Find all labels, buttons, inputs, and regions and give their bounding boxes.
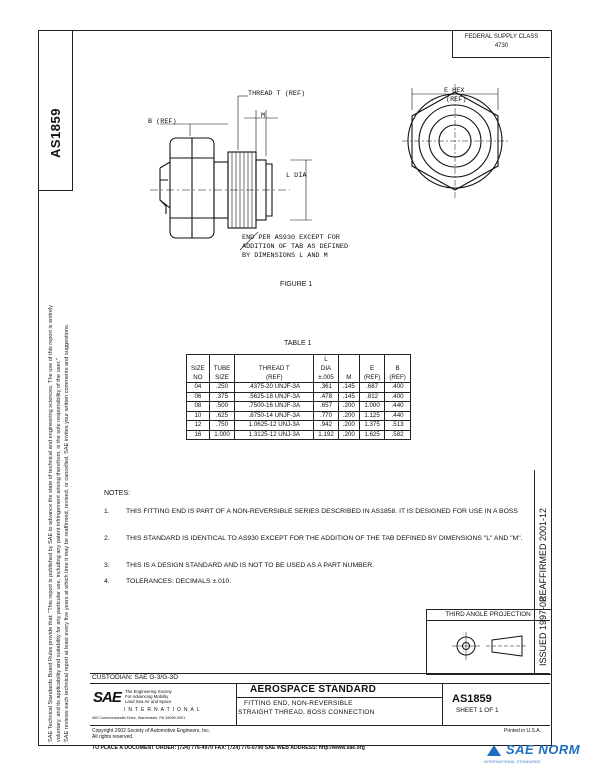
printed-in: Printed in U.S.A. [504, 728, 541, 734]
third-angle-projection-icon [452, 632, 528, 660]
figure-1-drawing [150, 84, 508, 251]
l-dia-label: L DIA [286, 172, 307, 180]
table-row: 06.375.5625-18 UNJF-3A.478.145.812.400 [186, 391, 411, 402]
col-m: M [337, 354, 360, 383]
col-e: E(REF) [358, 354, 386, 383]
sae-international: INTERNATIONAL [124, 707, 203, 713]
sae-norm-logo-icon [487, 745, 501, 756]
reaffirmed-date: REAFFIRMED 2001-12 [538, 507, 548, 602]
table-title: TABLE 1 [284, 340, 312, 347]
watermark-sub: INTERNATIONAL STANDARDS [484, 760, 541, 764]
thread-t-ref-label: THREAD T (REF) [248, 90, 306, 98]
b-ref-label: B (REF) [148, 118, 177, 126]
custodian: CUSTODIAN: SAE G-3/G-3D [92, 674, 178, 681]
note-item: 2.THIS STANDARD IS IDENTICAL TO AS930 EX… [104, 535, 523, 542]
projection-title: THIRD ANGLE PROJECTION [426, 609, 550, 621]
copyright: Copyright 2002 Society of Automotive Eng… [92, 728, 211, 740]
end-note-line-1: END PER AS930 EXCEPT FOR [242, 234, 340, 242]
doc-title-line-2: STRAIGHT THREAD, BOSS CONNECTION [238, 709, 375, 716]
title-block-top-line [90, 673, 550, 674]
sae-logo: SAE [93, 689, 122, 706]
disclaimer-line-1: SAE Technical Standards Board Rules prov… [48, 304, 54, 742]
end-note-line-3: BY DIMENSIONS L AND M [242, 252, 328, 260]
order-contact: TO PLACE A DOCUMENT ORDER: (724) 776-497… [92, 745, 365, 751]
doc-number-strip [38, 30, 73, 191]
title-block-divider-1 [236, 683, 237, 725]
category-title: AEROSPACE STANDARD [250, 684, 377, 695]
e-hex-label: E HEX [444, 87, 465, 95]
notes-heading: NOTES: [104, 490, 131, 497]
table-row: 04.250.4375-20 UNJF-3A.361.145.687.400 [186, 382, 411, 393]
disclaimer-line-3: SAE reviews each technical report at lea… [64, 323, 70, 742]
col-thread: THREAD T(REF) [234, 354, 315, 383]
disclaimer-line-2: voluntary, and its applicability and sui… [56, 358, 62, 742]
doc-title-line-1: FITTING END, NON-REVERSIBLE [244, 700, 353, 707]
title-block-custodian-line [90, 683, 550, 684]
federal-supply-class: FEDERAL SUPPLY CLASS 4730 [452, 30, 550, 58]
doc-number: AS1859 [452, 693, 492, 705]
title-block-bottom-line [90, 725, 550, 726]
page-frame [38, 30, 552, 746]
note-item: 1.THIS FITTING END IS PART OF A NON-REVE… [104, 508, 518, 515]
projection-box [426, 609, 551, 675]
sheet-number: SHEET 1 OF 1 [456, 707, 499, 714]
right-strip-divider [534, 470, 535, 673]
sae-address: 400 Commonwealth Drive, Warrendale, PA 1… [92, 716, 186, 720]
end-note-line-2: ADDITION OF TAB AS DEFINED [242, 243, 349, 251]
e-hex-ref-label: (REF) [446, 96, 467, 104]
figure-caption: FIGURE 1 [280, 281, 313, 288]
note-item: 3.THIS IS A DESIGN STANDARD AND IS NOT T… [104, 562, 375, 569]
note-item: 4.TOLERANCES: DECIMALS ±.010. [104, 578, 232, 585]
title-block-divider-2 [442, 683, 443, 725]
fsc-value: 4730 [494, 43, 509, 49]
title-block-category-line [236, 697, 442, 698]
col-b: B(REF) [384, 354, 411, 383]
watermark-brand: SAE NORM [506, 742, 581, 757]
doc-number-vertical: AS1859 [48, 108, 63, 158]
sae-tagline: The Engineering Society For Advancing Mo… [125, 689, 172, 704]
fsc-label: FEDERAL SUPPLY CLASS [464, 34, 539, 40]
m-label: M [261, 112, 266, 120]
